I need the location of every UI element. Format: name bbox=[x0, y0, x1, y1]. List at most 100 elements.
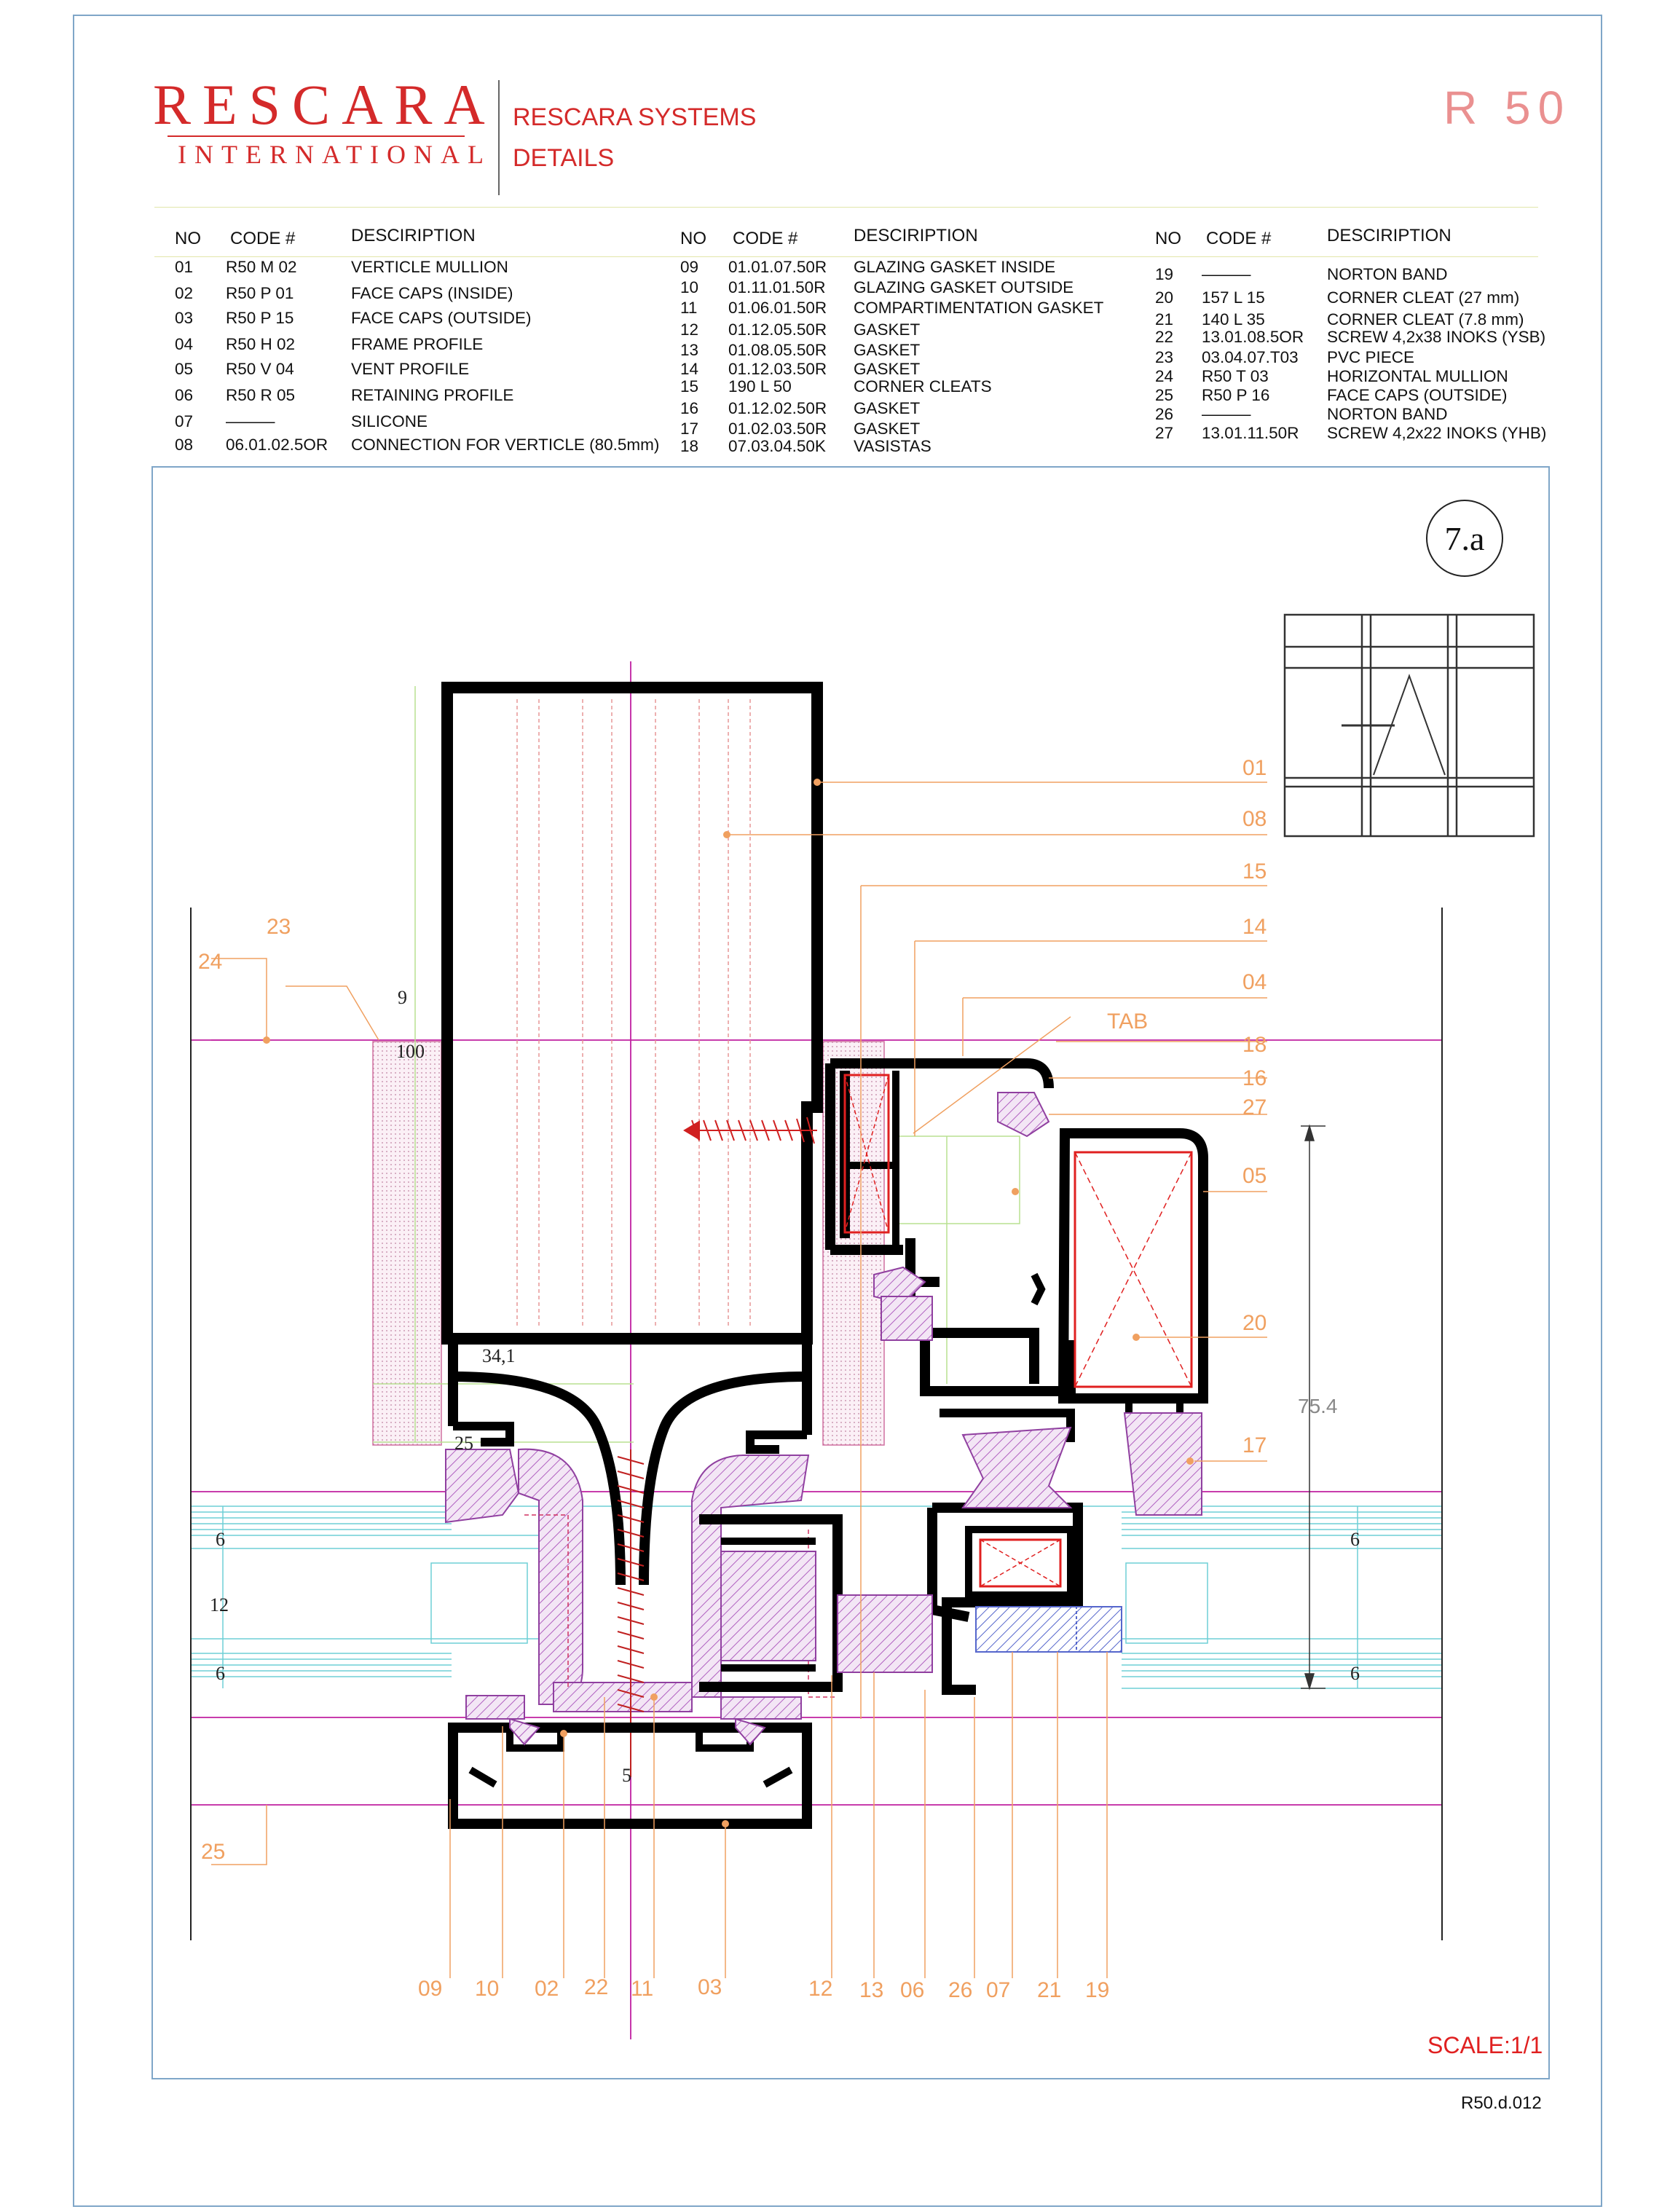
table-cell-description: PVC PIECE bbox=[1327, 348, 1415, 366]
table-top-rule bbox=[154, 207, 1538, 208]
table-cell-description: FACE CAPS (OUTSIDE) bbox=[1327, 386, 1508, 404]
table-cell-no: 11 bbox=[680, 299, 698, 317]
table-cell-code: 01.12.03.50R bbox=[728, 360, 827, 378]
header-divider bbox=[498, 80, 500, 195]
table-cell-no: 19 bbox=[1155, 265, 1174, 283]
table-cell-description: COMPARTIMENTATION GASKET bbox=[854, 299, 1104, 317]
table-cell-description: GLAZING GASKET OUTSIDE bbox=[854, 278, 1074, 296]
brand-sub: INTERNATIONAL bbox=[178, 140, 492, 169]
header-title: RESCARA SYSTEMS bbox=[513, 103, 757, 131]
table-cell-code: 13.01.11.50R bbox=[1202, 424, 1299, 442]
detail-badge: 7.a bbox=[1426, 500, 1503, 577]
dim-100: 100 bbox=[396, 1041, 425, 1062]
table-cell-no: 18 bbox=[680, 437, 699, 455]
table-header-no: NO bbox=[680, 229, 706, 248]
label-23: 23 bbox=[267, 915, 291, 939]
table-cell-description: VASISTAS bbox=[854, 437, 931, 455]
table-cell-no: 08 bbox=[175, 436, 194, 454]
label-11: 11 bbox=[631, 1977, 653, 2001]
table-header-rule bbox=[154, 256, 1538, 257]
pvc-piece bbox=[372, 1041, 442, 1446]
table-cell-description: FACE CAPS (INSIDE) bbox=[351, 284, 513, 302]
norton-band bbox=[975, 1606, 1122, 1653]
table-cell-description: FACE CAPS (OUTSIDE) bbox=[351, 309, 532, 327]
table-cell-description: SCREW 4,2x22 INOKS (YHB) bbox=[1327, 424, 1547, 442]
table-cell-description: CORNER CLEAT (27 mm) bbox=[1327, 288, 1520, 307]
table-header-no: NO bbox=[175, 229, 201, 248]
table-cell-code: R50 P 15 bbox=[226, 309, 294, 327]
dim-75-4: 75.4 bbox=[1298, 1395, 1338, 1417]
table-header-description: DESCIRIPTION bbox=[854, 226, 978, 245]
table-cell-code: ——— bbox=[1202, 265, 1251, 283]
table-cell-description: CORNER CLEAT (7.8 mm) bbox=[1327, 310, 1524, 328]
table-cell-description: VERTICLE MULLION bbox=[351, 258, 508, 276]
label-13: 13 bbox=[859, 1978, 883, 2002]
label-05: 05 bbox=[1242, 1164, 1267, 1188]
dim-5: 5 bbox=[622, 1765, 631, 1786]
label-04: 04 bbox=[1242, 970, 1267, 994]
table-cell-no: 02 bbox=[175, 284, 194, 302]
label-19: 19 bbox=[1085, 1978, 1109, 2002]
dim-6-bottom-left: 6 bbox=[216, 1663, 225, 1684]
table-cell-code: 03.04.07.T03 bbox=[1202, 348, 1299, 366]
table-cell-code: R50 P 01 bbox=[226, 284, 294, 302]
drawing-frame bbox=[151, 466, 1550, 2079]
page-frame bbox=[73, 15, 1602, 2207]
label-tab: TAB bbox=[1107, 1009, 1148, 1034]
table-cell-no: 16 bbox=[680, 399, 699, 417]
table-cell-code: 01.12.05.50R bbox=[728, 320, 827, 339]
table-header-code: CODE # bbox=[733, 229, 798, 248]
table-cell-description: VENT PROFILE bbox=[351, 360, 470, 378]
label-10: 10 bbox=[475, 1977, 499, 2001]
table-cell-code: 157 L 15 bbox=[1202, 288, 1265, 307]
table-cell-code: 190 L 50 bbox=[728, 377, 792, 395]
label-27: 27 bbox=[1242, 1095, 1267, 1119]
table-cell-code: ——— bbox=[1202, 405, 1251, 423]
table-header-code: CODE # bbox=[1206, 229, 1272, 248]
table-cell-code: 07.03.04.50K bbox=[728, 437, 826, 455]
label-26: 26 bbox=[948, 1978, 972, 2002]
table-header-description: DESCIRIPTION bbox=[1327, 226, 1451, 245]
table-cell-code: R50 M 02 bbox=[226, 258, 297, 276]
brand-logo: RESCARA bbox=[153, 73, 497, 136]
scale-label: SCALE:1/1 bbox=[1427, 2032, 1543, 2058]
label-03: 03 bbox=[698, 1975, 722, 1999]
table-cell-description: HORIZONTAL MULLION bbox=[1327, 367, 1508, 385]
table-cell-code: 06.01.02.5OR bbox=[226, 436, 328, 454]
leader-lines bbox=[211, 782, 1267, 1978]
dim-6-bottom-right: 6 bbox=[1350, 1663, 1360, 1684]
table-cell-code: R50 H 02 bbox=[226, 335, 296, 353]
table-cell-description: GASKET bbox=[854, 320, 921, 339]
label-15: 15 bbox=[1242, 859, 1267, 883]
label-17: 17 bbox=[1242, 1433, 1267, 1457]
table-header-no: NO bbox=[1155, 229, 1181, 248]
label-14: 14 bbox=[1242, 915, 1267, 939]
table-cell-code: 01.02.03.50R bbox=[728, 420, 827, 438]
table-cell-no: 15 bbox=[680, 377, 699, 395]
table-cell-no: 21 bbox=[1155, 310, 1174, 328]
table-cell-code: R50 V 04 bbox=[226, 360, 294, 378]
table-cell-description: GASKET bbox=[854, 399, 921, 417]
table-cell-code: R50 P 16 bbox=[1202, 386, 1270, 404]
table-cell-description: NORTON BAND bbox=[1327, 265, 1448, 283]
label-22: 22 bbox=[584, 1975, 608, 1999]
table-cell-code: R50 T 03 bbox=[1202, 367, 1269, 385]
table-cell-code: 140 L 35 bbox=[1202, 310, 1265, 328]
dimension-labels: 9 100 34,1 25 6 12 6 5 6 6 75.4 bbox=[210, 987, 1360, 1786]
table-cell-description: SILICONE bbox=[351, 412, 428, 430]
table-cell-code: 13.01.08.5OR bbox=[1202, 328, 1304, 346]
table-cell-code: 01.06.01.50R bbox=[728, 299, 827, 317]
header-subtitle: DETAILS bbox=[513, 144, 615, 172]
series-label: R 50 bbox=[1443, 82, 1572, 134]
dim-9: 9 bbox=[398, 987, 407, 1008]
drawing-reference: R50.d.012 bbox=[1461, 2093, 1542, 2113]
table-cell-description: GLAZING GASKET INSIDE bbox=[854, 258, 1056, 276]
label-06: 06 bbox=[900, 1978, 924, 2002]
vertical-mullion bbox=[441, 682, 823, 1586]
label-18: 18 bbox=[1242, 1033, 1267, 1057]
label-08: 08 bbox=[1242, 807, 1267, 831]
table-cell-description: GASKET bbox=[854, 360, 921, 378]
table-cell-no: 14 bbox=[680, 360, 699, 378]
table-cell-no: 26 bbox=[1155, 405, 1174, 423]
